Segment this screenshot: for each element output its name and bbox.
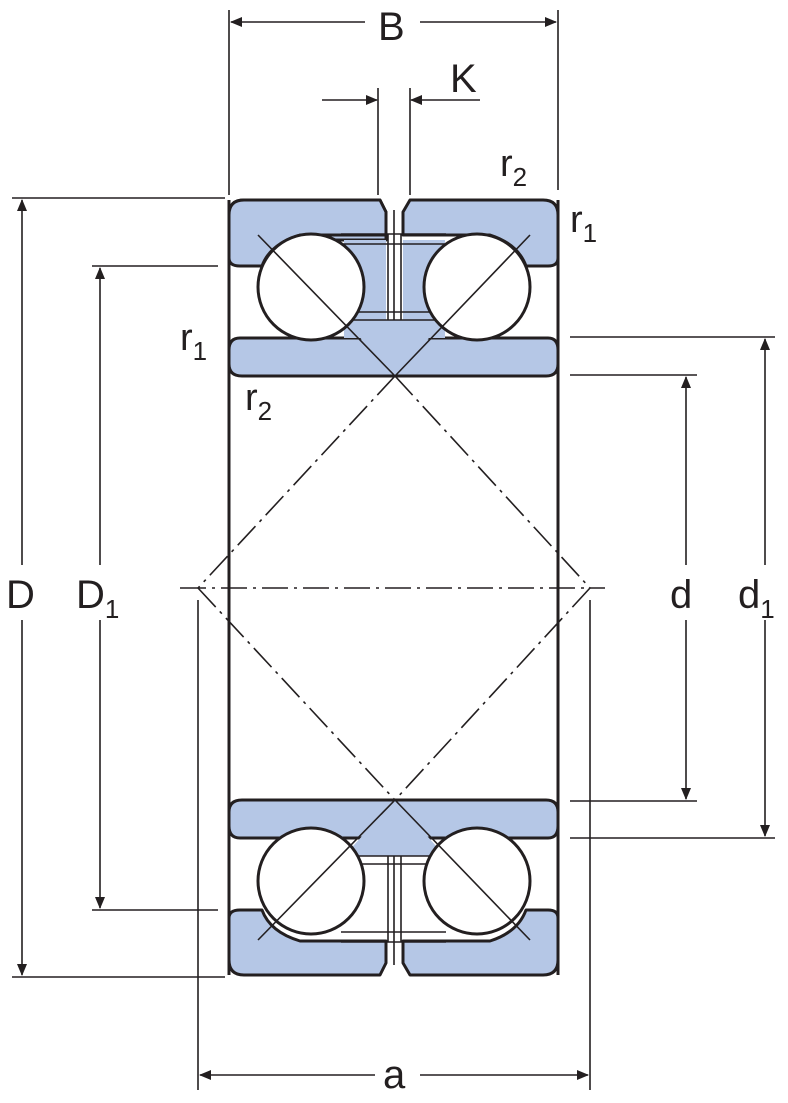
label-K: K [450, 57, 477, 101]
bottom-right-ball [422, 826, 532, 936]
label-B: B [378, 5, 405, 49]
label-D: D [6, 573, 35, 617]
label-d1: d1 [738, 573, 775, 624]
top-right-ball [422, 232, 532, 342]
pressure-lines [180, 375, 605, 801]
bottom-left-ball [256, 826, 366, 936]
dimension-lines [17, 17, 770, 1080]
label-r2-top: r2 [500, 143, 527, 192]
contact-lines [257, 234, 531, 941]
extension-lines [12, 10, 775, 1090]
label-r1-top: r1 [570, 199, 597, 248]
label-D1: D1 [76, 573, 119, 624]
label-r2-left: r2 [245, 377, 272, 426]
label-d: d [670, 573, 692, 617]
top-left-ball [256, 232, 366, 342]
top-cage [341, 210, 446, 321]
bottom-outer-ring [227, 908, 560, 977]
label-r1-left: r1 [180, 317, 207, 366]
label-a: a [383, 1053, 406, 1097]
